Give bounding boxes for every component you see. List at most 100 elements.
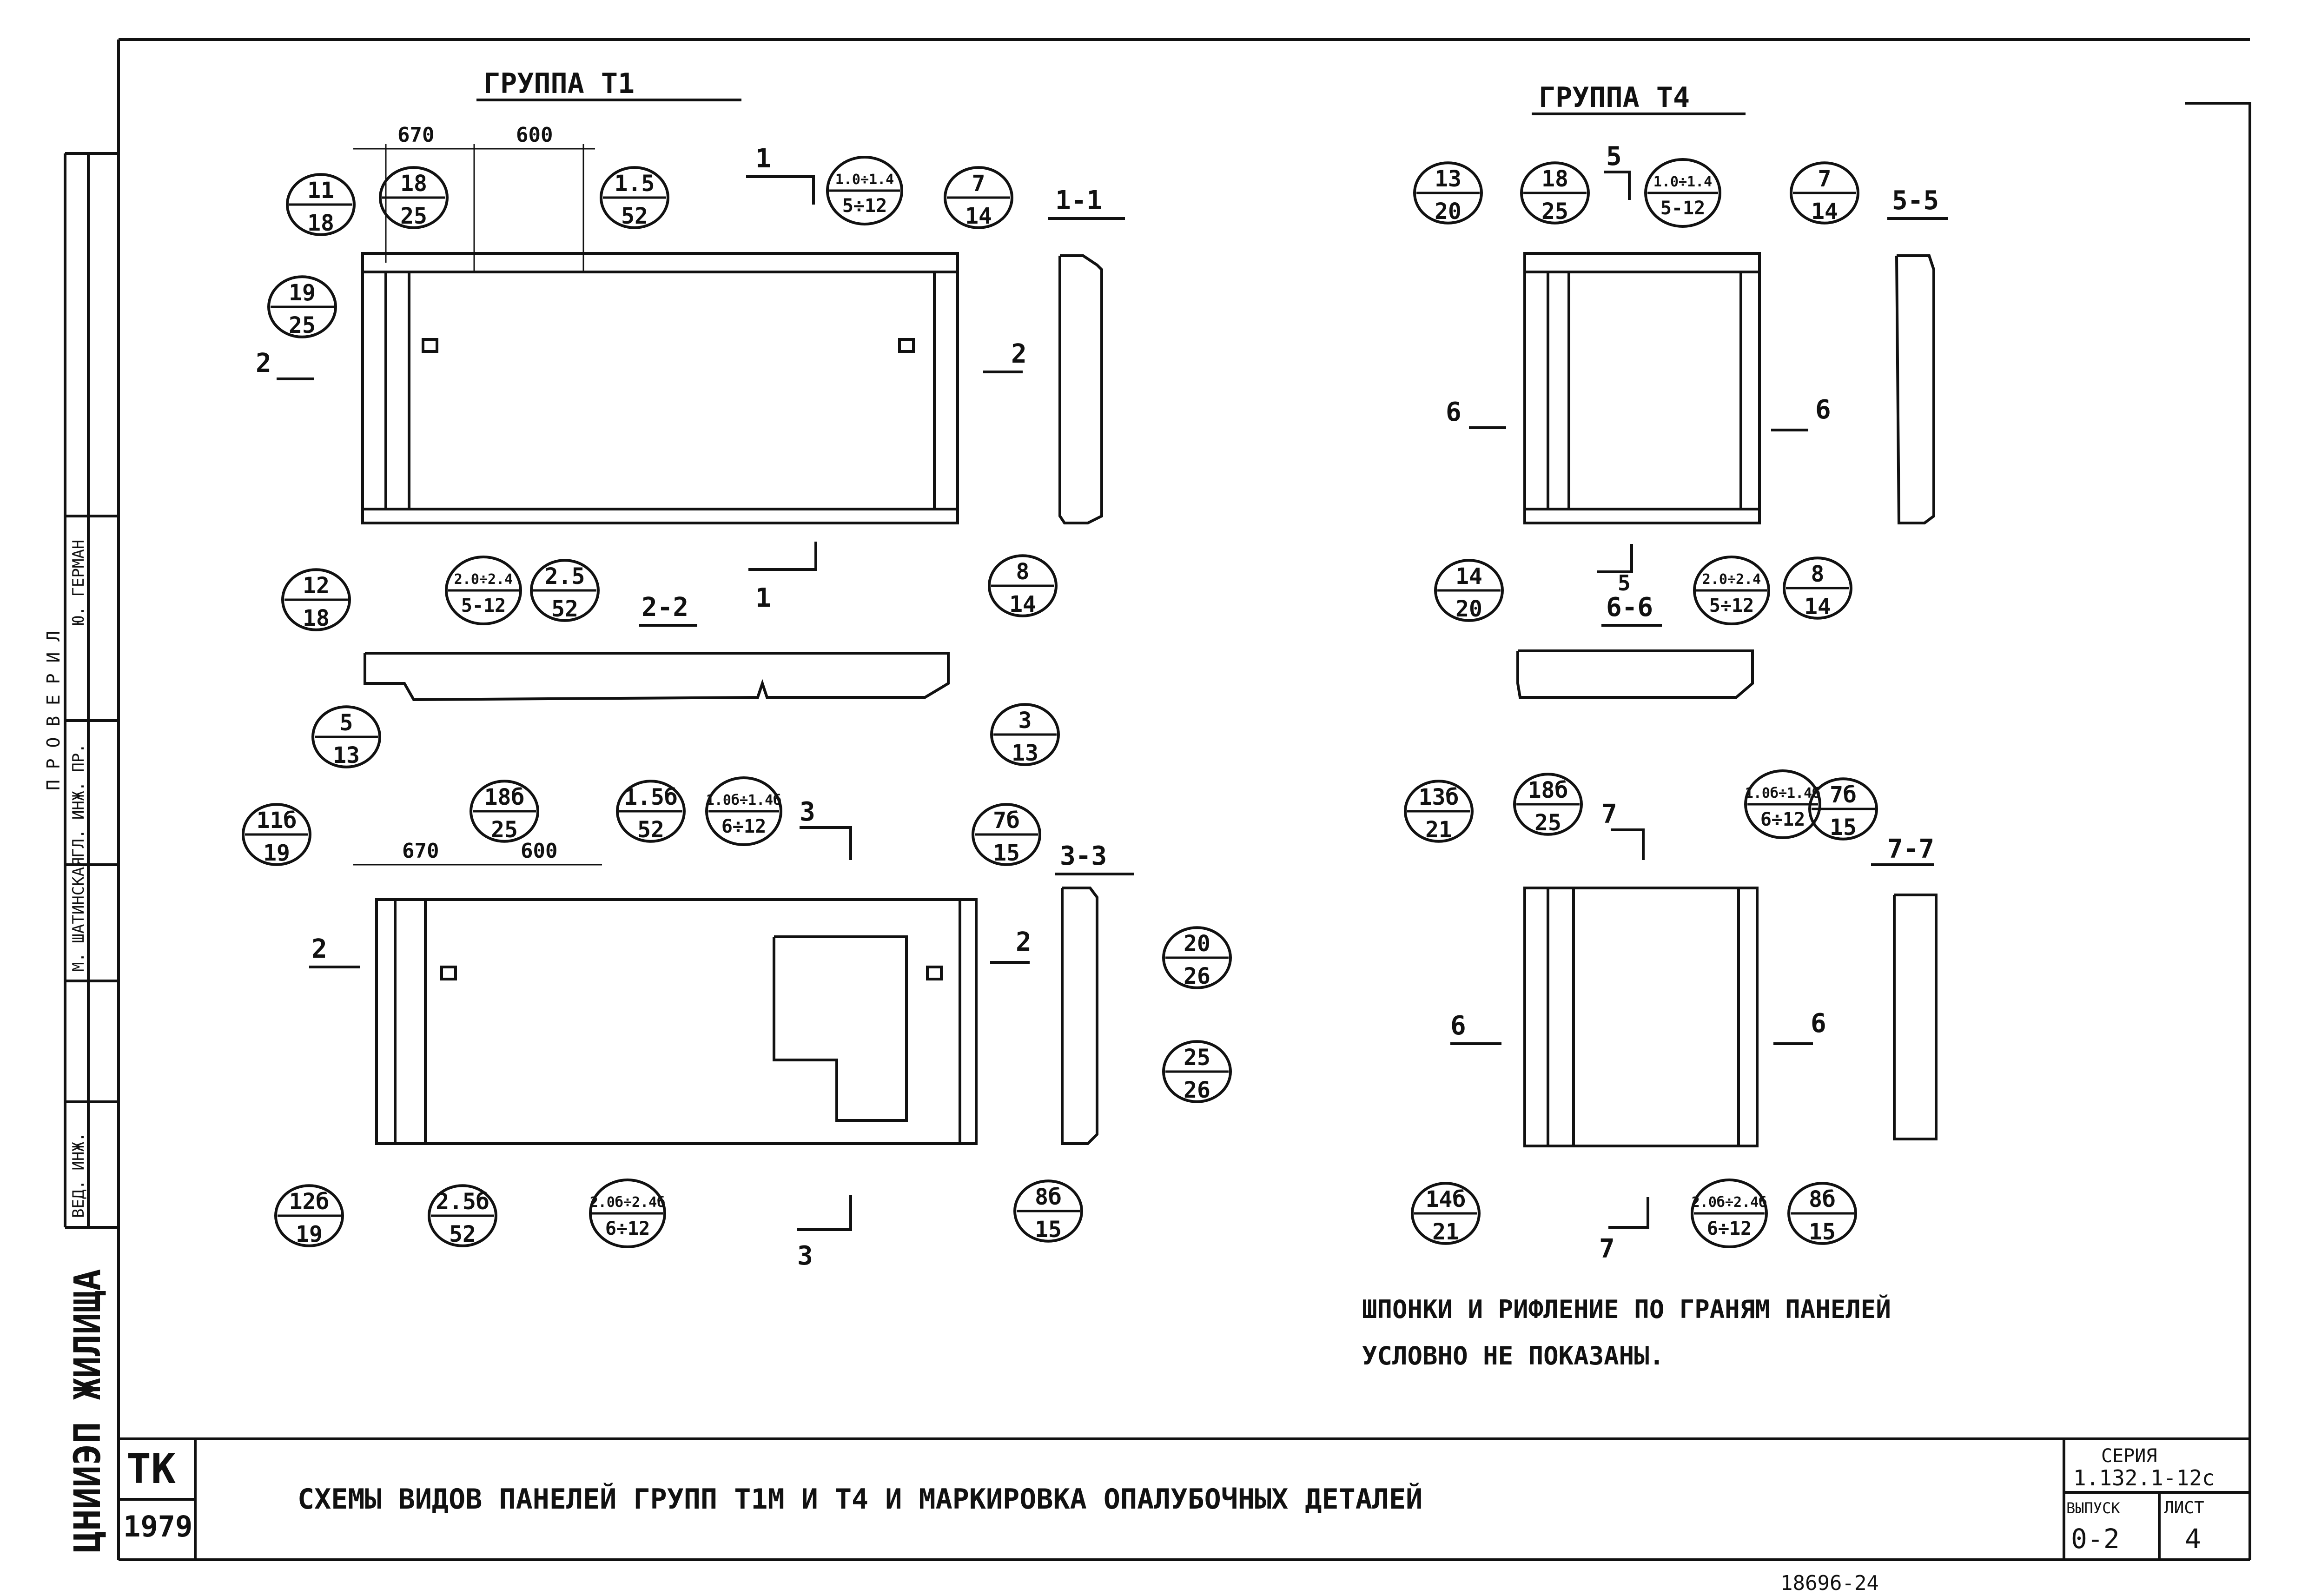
stamp-role-gl: ГЛ. ИНЖ. ПР. <box>69 743 88 858</box>
callout-c30: 814 <box>1783 556 1852 620</box>
cut-label-6-right: 6 <box>1815 395 1831 425</box>
callout-bottom-sheet: 6÷12 <box>721 816 766 837</box>
callout-top-mark: 11б <box>257 808 297 834</box>
callout-bottom-sheet: 5÷12 <box>842 195 887 217</box>
callout-top-mark: 8 <box>1811 561 1825 587</box>
cut-mark-3-top <box>800 826 852 860</box>
callout-c11: 513 <box>311 705 381 768</box>
callout-bottom-sheet: 25 <box>1541 199 1568 225</box>
callout-circle <box>972 803 1041 866</box>
callout-bottom-sheet: 6÷12 <box>1707 1218 1752 1239</box>
cut-label-5-top: 5 <box>1606 141 1622 172</box>
t1m-lift-loop-right <box>926 966 943 980</box>
callout-c29: 2.0÷2.45÷12 <box>1693 556 1770 625</box>
callout-circle <box>1520 161 1590 225</box>
stamp-checked: П Р О В Е Р И Л <box>43 631 64 790</box>
callout-top-mark: 19 <box>289 280 316 306</box>
callout-bottom-sheet: 52 <box>621 203 648 229</box>
callout-top-mark: 1.5 <box>615 171 655 197</box>
callout-bottom-sheet: 19 <box>263 840 290 866</box>
callout-bottom-sheet: 21 <box>1425 817 1452 843</box>
t1m-panel-outline <box>375 898 978 1145</box>
callout-c22: 2.0б÷2.4б6÷12 <box>589 1179 666 1248</box>
t4-profile-6-6 <box>1516 649 1754 699</box>
t4-panel-outline <box>1523 252 1761 524</box>
footer-ref: 18696-24 <box>1780 1571 1879 1595</box>
callout-circle <box>705 776 782 846</box>
callout-circle <box>589 1179 666 1248</box>
callout-bottom-sheet: 5-12 <box>1660 198 1705 219</box>
callout-top-mark: 3 <box>1018 708 1032 734</box>
callout-top-mark: 7б <box>993 808 1020 834</box>
callout-circle <box>1691 1179 1768 1248</box>
callout-circle <box>600 166 669 229</box>
callout-circle <box>428 1184 497 1247</box>
callout-c10: 814 <box>988 554 1058 617</box>
t1m-section-3-3 <box>1061 887 1098 1145</box>
cut-label-3-top: 3 <box>800 797 815 827</box>
title-block-issue-value: 0-2 <box>2071 1523 2120 1555</box>
cut-label-5-bottom: 5 <box>1618 570 1631 596</box>
callout-top-mark: 14 <box>1455 563 1482 589</box>
callout-top-mark: 1.0÷1.4 <box>1653 174 1712 190</box>
callout-top-mark: 18 <box>1541 166 1568 192</box>
cut-label-7-top: 7 <box>1601 799 1617 829</box>
callout-circle <box>1790 161 1859 225</box>
callout-top-mark: 20 <box>1184 931 1210 957</box>
callout-circle <box>379 166 449 229</box>
callout-circle <box>826 156 903 225</box>
cut-label-7-bottom: 7 <box>1599 1234 1615 1264</box>
callout-circle <box>1513 773 1583 836</box>
callout-bottom-sheet: 25 <box>400 203 427 229</box>
callout-c33: 1.0б÷1.4б6÷12 <box>1744 769 1821 839</box>
callout-c04: 1.0÷1.45÷12 <box>826 156 903 225</box>
callout-bottom-sheet: 15 <box>993 840 1020 866</box>
callout-bottom-sheet: 52 <box>449 1221 476 1247</box>
t1-lift-loop-left <box>422 338 438 353</box>
callout-circle <box>1434 559 1504 622</box>
callout-top-mark: 2.5 <box>545 563 585 589</box>
note-line-1: ШПОНКИ И РИФЛЕНИЕ ПО ГРАНЯМ ПАНЕЛЕЙ <box>1362 1295 1891 1324</box>
callout-bottom-sheet: 14 <box>1811 199 1838 225</box>
stamp-role-ved: ВЕД. ИНЖ. <box>69 1132 88 1218</box>
cut-mark-5-bottom <box>1597 544 1633 573</box>
cut-label-6-left-b: 6 <box>1450 1011 1466 1041</box>
callout-bottom-sheet: 20 <box>1435 199 1462 225</box>
callout-top-mark: 12 <box>303 573 330 599</box>
cut-label-1-bottom: 1 <box>755 583 771 613</box>
callout-top-mark: 11 <box>307 178 334 204</box>
stamp-name-german: Ю. ГЕРМАН <box>69 540 88 625</box>
heading-group-t4: ГРУППА Т4 <box>1539 81 1690 114</box>
section-label-5-5: 5-5 <box>1892 185 1939 216</box>
callout-circle <box>990 703 1060 766</box>
callout-circle <box>1013 1179 1083 1243</box>
callout-bottom-sheet: 18 <box>303 605 330 631</box>
callout-circle <box>1693 556 1770 625</box>
callout-top-mark: 5 <box>340 710 353 736</box>
callout-circle <box>1808 777 1878 841</box>
dim-600-top: 600 <box>516 123 553 147</box>
callout-bottom-sheet: 13 <box>1012 740 1038 766</box>
callout-bottom-sheet: 13 <box>333 742 360 768</box>
title-block-code: ТК <box>126 1445 176 1493</box>
t4m-panel-outline <box>1523 887 1759 1147</box>
cut-label-3-bottom: 3 <box>797 1241 813 1271</box>
cut-label-2-left-b: 2 <box>311 934 327 964</box>
callout-bottom-sheet: 19 <box>296 1221 323 1247</box>
callout-bottom-sheet: 14 <box>965 203 992 229</box>
callout-circle <box>616 780 686 843</box>
callout-top-mark: 8 <box>1016 559 1030 585</box>
callout-top-mark: 7б <box>1830 782 1857 808</box>
callout-circle <box>1644 158 1721 228</box>
